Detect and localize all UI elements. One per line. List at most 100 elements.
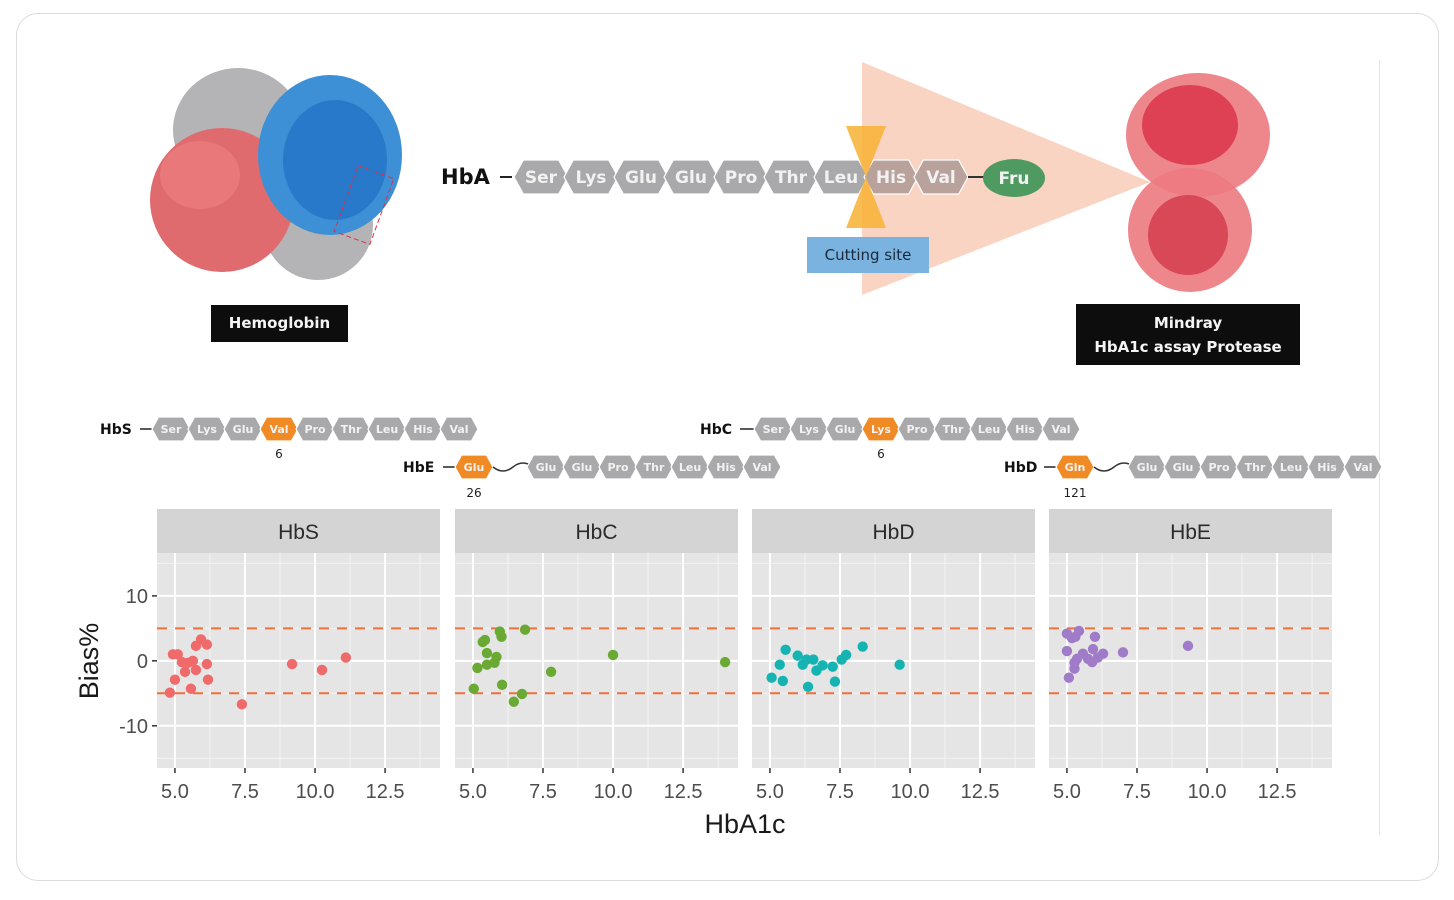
- residue-label: Leu: [978, 423, 1000, 436]
- mutation-position: 6: [275, 447, 283, 461]
- fructose-label: Fru: [998, 169, 1029, 189]
- residue-label: Glu: [572, 461, 593, 474]
- protease-label-line2: HbA1c assay Protease: [1094, 338, 1282, 356]
- variant-name: HbC: [700, 422, 732, 438]
- mutation-position: 26: [466, 486, 481, 500]
- residue: Val: [439, 416, 479, 442]
- residue-label: Ser: [525, 168, 558, 188]
- residue-label: Glu: [675, 168, 707, 188]
- residue-label: Thr: [943, 423, 964, 436]
- hba-residue-thr: Thr: [763, 159, 819, 195]
- residue: His: [1307, 454, 1347, 480]
- variant-sequence-hbd: HbD Gln 121 Glu Glu Pro Thr Leu His Val: [1004, 454, 1383, 500]
- residue: Pro: [897, 416, 937, 442]
- residue-label: Leu: [376, 423, 398, 436]
- residue-label: Glu: [464, 461, 485, 474]
- residue: Lys: [187, 416, 227, 442]
- cutting-site-label: Cutting site: [807, 237, 929, 273]
- divider: [1379, 60, 1380, 835]
- residue-label: Val: [752, 461, 771, 474]
- residue-label: Glu: [536, 461, 557, 474]
- residue-label: Lys: [197, 423, 217, 436]
- mutated-residue: Lys: [861, 416, 901, 442]
- residue-label: Pro: [906, 423, 927, 436]
- residue-label: Ser: [161, 423, 182, 436]
- residue: Glu: [562, 454, 602, 480]
- residue: Val: [1041, 416, 1081, 442]
- protease-structure-image: [1126, 73, 1270, 292]
- residue-label: Thr: [1245, 461, 1266, 474]
- mutated-residue: Gln: [1055, 454, 1095, 480]
- residue: Val: [1343, 454, 1383, 480]
- hba-residue-glu: Glu: [663, 159, 719, 195]
- residue-label: His: [1015, 423, 1035, 436]
- residue-label: Val: [269, 423, 288, 436]
- fructose-group: Fru: [983, 159, 1045, 197]
- residue: Thr: [331, 416, 371, 442]
- residue: Glu: [1127, 454, 1167, 480]
- residue: Leu: [367, 416, 407, 442]
- residue-label: Gln: [1065, 461, 1086, 474]
- hba-label: HbA: [441, 165, 491, 189]
- residue-label: Glu: [625, 168, 657, 188]
- residue-label: Glu: [1173, 461, 1194, 474]
- residue-label: Ser: [763, 423, 784, 436]
- residue: Thr: [1235, 454, 1275, 480]
- residue: Ser: [151, 416, 191, 442]
- residue: Leu: [1271, 454, 1311, 480]
- residue: Val: [742, 454, 782, 480]
- hba-residue-his: His: [863, 159, 919, 195]
- residue: Pro: [295, 416, 335, 442]
- residue-label: His: [876, 168, 906, 188]
- chain-gap: [1093, 462, 1135, 472]
- residue-label: Val: [926, 168, 956, 188]
- variant-sequence-hbe: HbE Glu 26 Glu Glu Pro Thr Leu His Val: [403, 454, 782, 500]
- residue-label: Glu: [233, 423, 254, 436]
- hba-residue-leu: Leu: [813, 159, 869, 195]
- residue-label: Pro: [725, 168, 758, 188]
- residue: Glu: [1163, 454, 1203, 480]
- residue: Lys: [789, 416, 829, 442]
- residue-label: Pro: [304, 423, 325, 436]
- residue: His: [403, 416, 443, 442]
- mutated-residue: Glu: [454, 454, 494, 480]
- chain-gap: [492, 462, 534, 472]
- variant-name: HbE: [403, 460, 434, 476]
- residue-label: Leu: [679, 461, 701, 474]
- residue-label: Thr: [341, 423, 362, 436]
- residue-label: Leu: [824, 168, 858, 188]
- residue-label: Val: [449, 423, 468, 436]
- variant-sequence-hbs: HbS Ser Lys Glu Val 6 Pro Thr Leu His Val: [100, 416, 479, 461]
- hba-residue-lys: Lys: [563, 159, 619, 195]
- residue: Pro: [1199, 454, 1239, 480]
- residue-label: Pro: [1208, 461, 1229, 474]
- residue-label: Val: [1051, 423, 1070, 436]
- residue: Leu: [969, 416, 1009, 442]
- residue: Pro: [598, 454, 638, 480]
- variant-name: HbS: [100, 422, 132, 438]
- residue-label: Lys: [799, 423, 819, 436]
- hemoglobin-structure-image: [150, 68, 402, 280]
- hemoglobin-label: Hemoglobin: [211, 305, 348, 342]
- mutation-position: 6: [877, 447, 885, 461]
- mutation-position: 121: [1064, 486, 1087, 500]
- residue-label: Thr: [775, 168, 808, 188]
- residue: Glu: [223, 416, 263, 442]
- residue-label: Lys: [576, 168, 607, 188]
- hba-residue-val: Val: [913, 159, 969, 195]
- residue-label: Leu: [1280, 461, 1302, 474]
- residue: Thr: [634, 454, 674, 480]
- residue: Glu: [825, 416, 865, 442]
- hba-residue-glu: Glu: [613, 159, 669, 195]
- residue-label: Pro: [607, 461, 628, 474]
- hba-residue-pro: Pro: [713, 159, 769, 195]
- residue-label: His: [413, 423, 433, 436]
- residue: Ser: [753, 416, 793, 442]
- residue: Leu: [670, 454, 710, 480]
- residue-label: Glu: [835, 423, 856, 436]
- variant-name: HbD: [1004, 460, 1037, 476]
- residue-label: His: [716, 461, 736, 474]
- mutated-residue: Val: [259, 416, 299, 442]
- residue-label: Lys: [871, 423, 891, 436]
- residue-label: His: [1317, 461, 1337, 474]
